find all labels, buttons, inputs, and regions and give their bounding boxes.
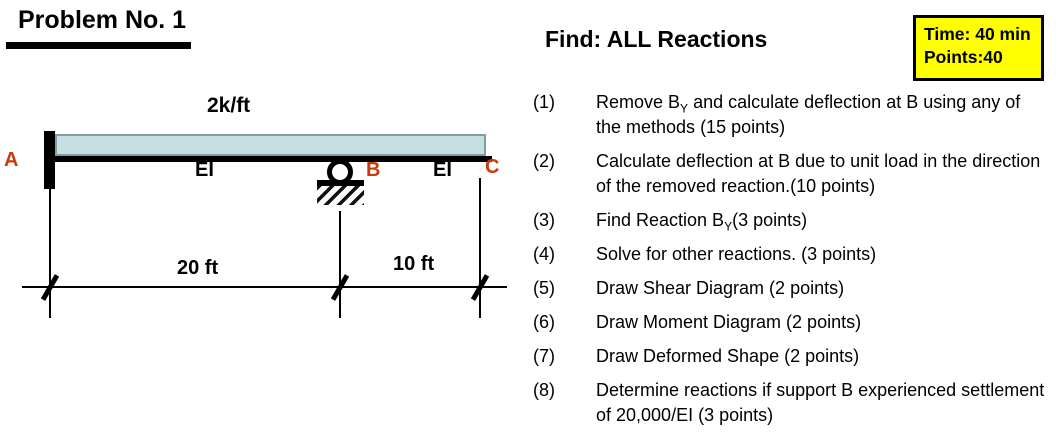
task-number: (8) <box>533 380 555 400</box>
task-item: (4) Solve for other reactions. (3 points… <box>533 242 1050 267</box>
task-text-pre: Find Reaction B <box>596 210 725 230</box>
task-text-pre: Remove B <box>596 92 681 112</box>
node-label-a: A <box>4 149 19 171</box>
task-item: (8) Determine reactions if support B exp… <box>533 378 1050 428</box>
task-text-sub: Y <box>680 101 689 116</box>
info-time: Time: 40 min <box>924 24 1031 44</box>
task-number: (7) <box>533 346 555 366</box>
task-item: (6) Draw Moment Diagram (2 points) <box>533 310 1050 335</box>
extension-line-c <box>479 178 481 318</box>
dimension-label-right: 10 ft <box>393 253 435 275</box>
task-item: (1) Remove BY and calculate deflection a… <box>533 90 1050 140</box>
beam-load-bar <box>55 134 486 156</box>
task-text-pre: Draw Moment Diagram (2 points) <box>596 312 862 332</box>
task-text: Determine reactions if support B experie… <box>596 378 1050 428</box>
ei-label-left: EI <box>195 159 214 181</box>
dimension-line <box>22 286 507 288</box>
task-item: (7) Draw Deformed Shape (2 points) <box>533 344 1050 369</box>
task-item: (3) Find Reaction BY(3 points) <box>533 208 1050 233</box>
node-label-c: C <box>485 156 500 178</box>
node-label-b: B <box>366 159 381 181</box>
extension-line-a <box>49 189 51 318</box>
roller-support-hatch <box>317 180 364 205</box>
task-text-pre: Draw Shear Diagram (2 points) <box>596 278 845 298</box>
task-text: Draw Shear Diagram (2 points) <box>596 276 1050 301</box>
task-number: (3) <box>533 210 555 230</box>
task-text: Draw Deformed Shape (2 points) <box>596 344 1050 369</box>
task-number: (1) <box>533 92 555 112</box>
distributed-load-label: 2k/ft <box>207 94 251 117</box>
fixed-support <box>44 131 55 189</box>
page-title: Problem No. 1 <box>18 6 187 34</box>
task-list: (1) Remove BY and calculate deflection a… <box>533 90 1050 436</box>
beam-line <box>55 156 492 162</box>
task-item: (5) Draw Shear Diagram (2 points) <box>533 276 1050 301</box>
info-box: Time: 40 min Points:40 <box>913 15 1044 81</box>
task-item: (2) Calculate deflection at B due to uni… <box>533 149 1050 199</box>
task-text-sub: Y <box>724 219 733 234</box>
task-number: (4) <box>533 244 555 264</box>
extension-line-b <box>339 211 341 318</box>
task-number: (2) <box>533 151 555 171</box>
ei-label-right: EI <box>433 159 452 181</box>
dimension-label-left: 20 ft <box>177 257 219 279</box>
task-text: Remove BY and calculate deflection at B … <box>596 90 1050 140</box>
find-heading: Find: ALL Reactions <box>545 26 768 52</box>
title-underline <box>6 42 191 49</box>
task-text-post: (3 points) <box>732 210 808 230</box>
task-number: (5) <box>533 278 555 298</box>
task-text: Solve for other reactions. (3 points) <box>596 242 1050 267</box>
task-text-pre: Determine reactions if support B experie… <box>596 380 1045 425</box>
task-text-pre: Calculate deflection at B due to unit lo… <box>596 151 1041 196</box>
task-text-pre: Draw Deformed Shape (2 points) <box>596 346 860 366</box>
task-text-post: and calculate deflection at B using any … <box>596 92 1021 137</box>
info-points: Points:40 <box>924 47 1003 68</box>
task-text: Calculate deflection at B due to unit lo… <box>596 149 1050 199</box>
task-text: Draw Moment Diagram (2 points) <box>596 310 1050 335</box>
task-text: Find Reaction BY(3 points) <box>596 208 1050 233</box>
task-text-pre: Solve for other reactions. (3 points) <box>596 244 877 264</box>
task-number: (6) <box>533 312 555 332</box>
